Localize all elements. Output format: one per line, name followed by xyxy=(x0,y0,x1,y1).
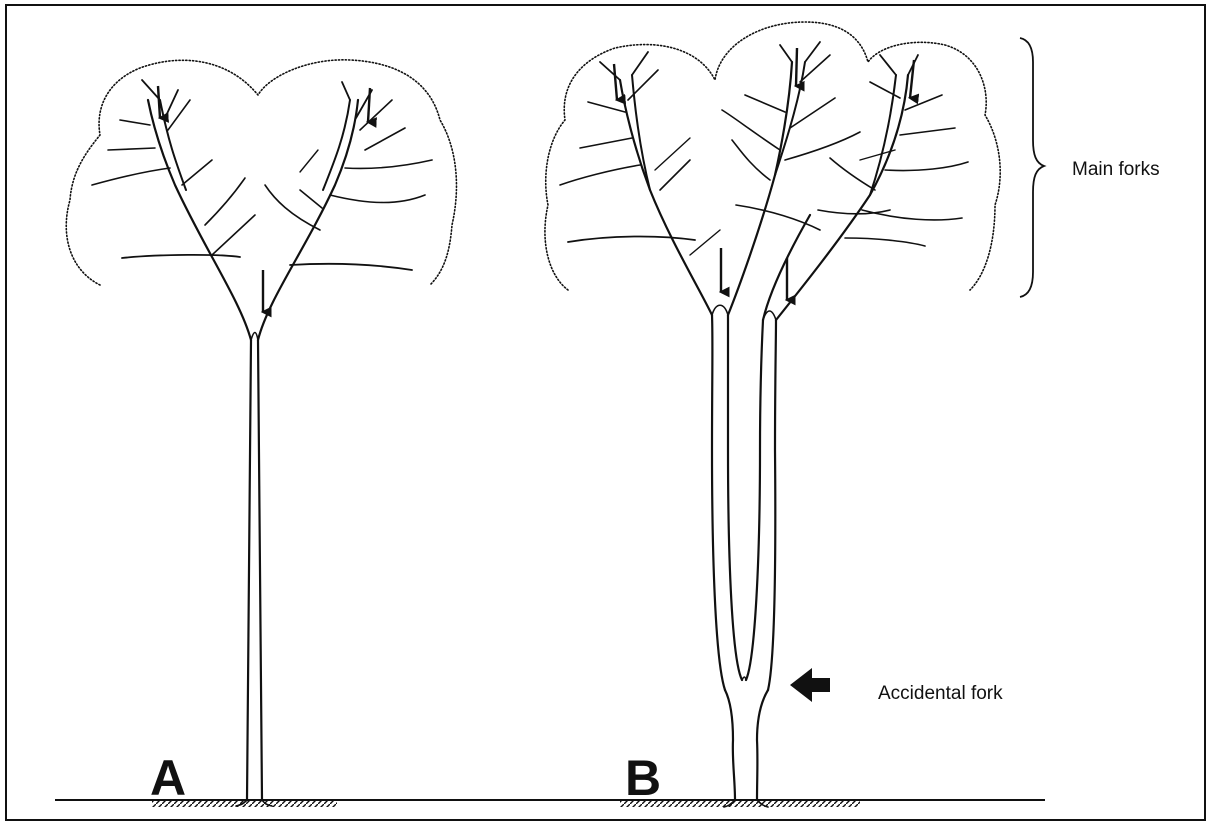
tree-b-crown xyxy=(545,22,1000,290)
tree-a xyxy=(66,60,456,806)
figure-border xyxy=(6,5,1205,820)
left-arrow-icon xyxy=(790,668,830,702)
tree-b-label: B xyxy=(625,750,661,806)
tree-a-crown xyxy=(66,60,456,285)
fork-arrow-b-crown-left xyxy=(614,64,617,100)
main-forks-label: Main forks xyxy=(1072,159,1160,180)
accidental-fork-label: Accidental fork xyxy=(878,683,1003,704)
fork-arrow-b-crown-middle xyxy=(796,48,797,86)
right-brace-icon xyxy=(1020,38,1044,297)
fork-arrow-a-right xyxy=(368,88,370,122)
fork-arrow-a-left xyxy=(158,86,160,118)
tree-a-label: A xyxy=(150,750,186,806)
